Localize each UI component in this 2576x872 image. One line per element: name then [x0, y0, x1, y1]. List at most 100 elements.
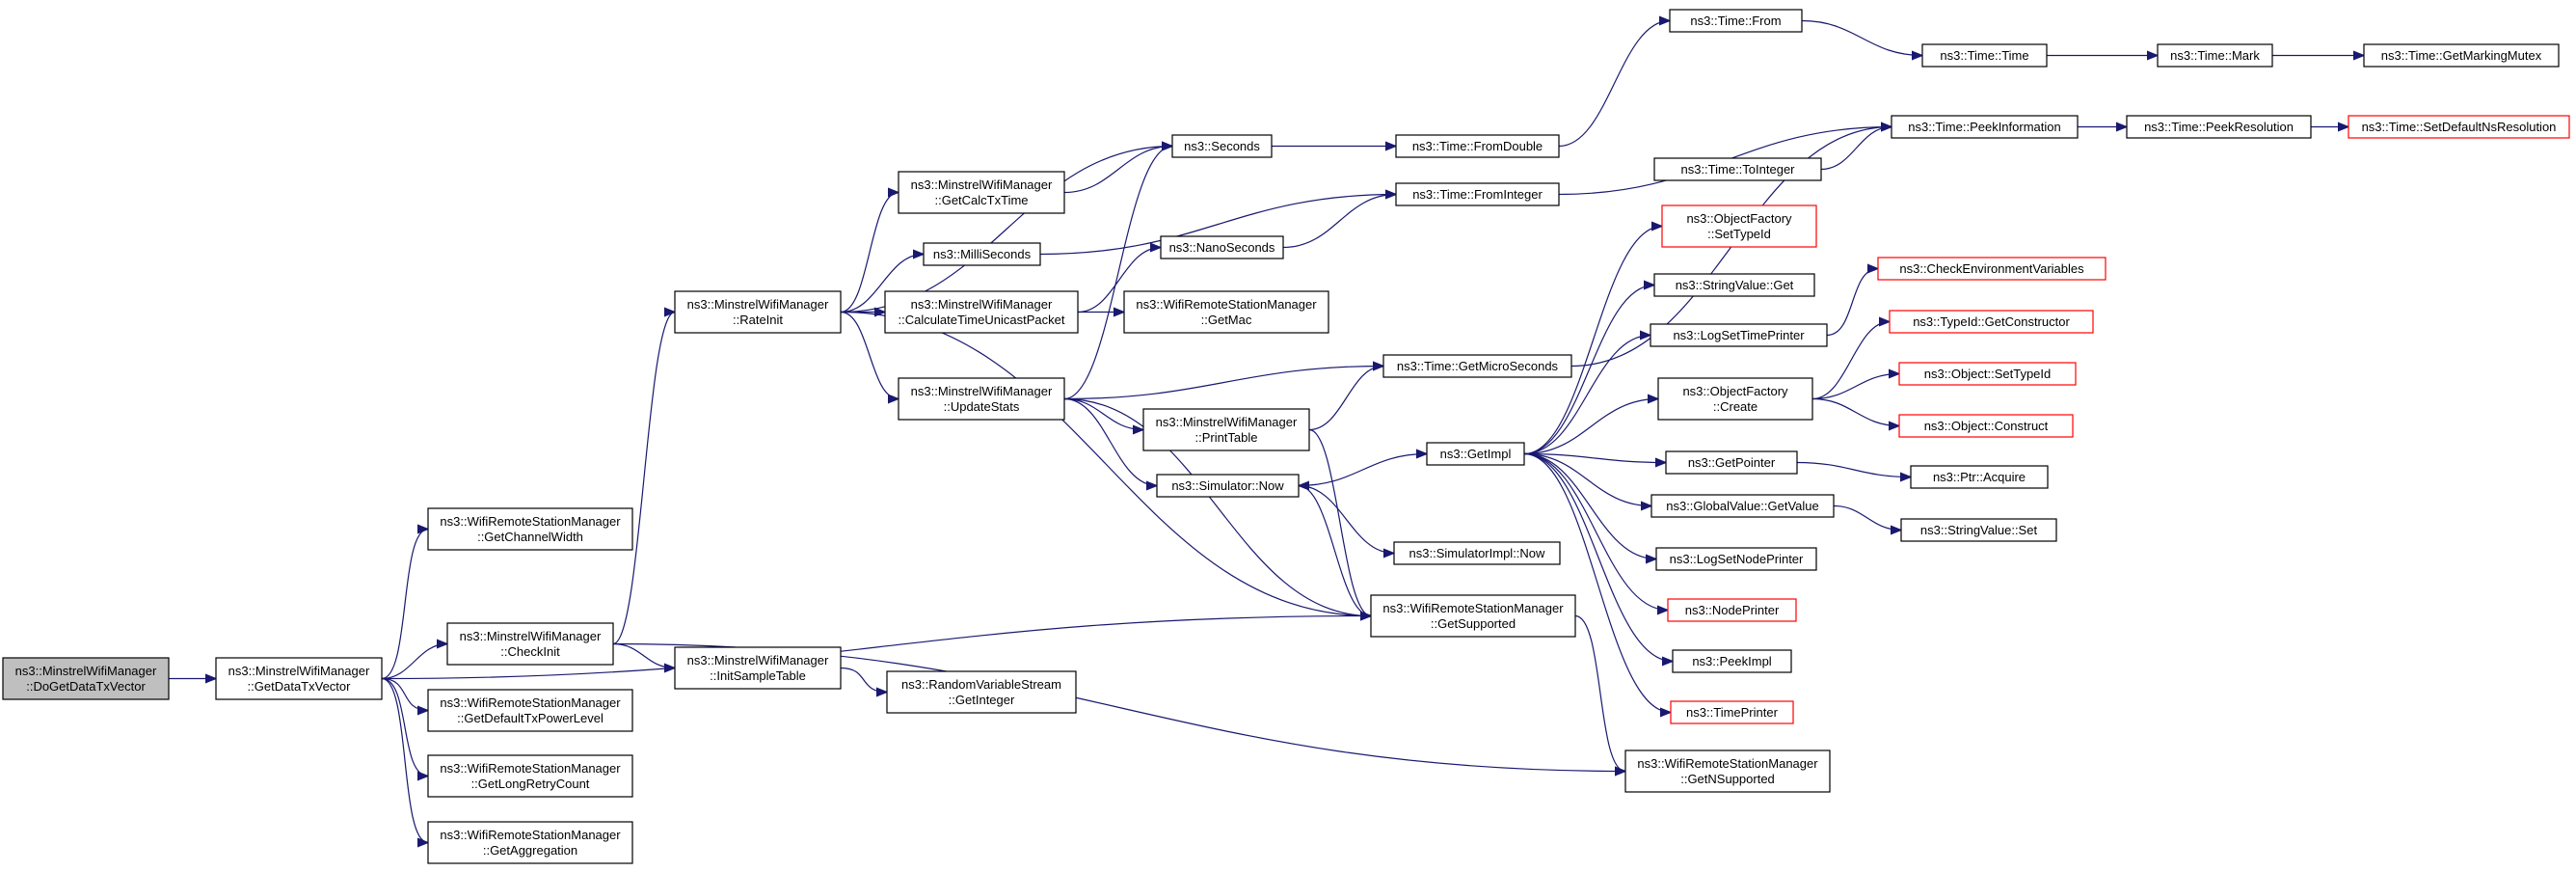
node-printtable[interactable]: ns3::MinstrelWifiManager::PrintTable [1142, 408, 1310, 451]
node-objfactsettype[interactable]: ns3::ObjectFactory::SetTypeId [1661, 204, 1817, 248]
node-box [1657, 377, 1813, 421]
edge-updatestats-to-getmicro [1063, 367, 1383, 400]
node-label: ns3::Time::From [1690, 14, 1781, 28]
node-label: ::GetSupported [1431, 616, 1516, 631]
node-getcalctx[interactable]: ns3::MinstrelWifiManager::GetCalcTxTime [898, 171, 1065, 214]
node-getpointer[interactable]: ns3::GetPointer [1665, 450, 1798, 475]
node-box [427, 689, 633, 732]
node-label: ns3::CheckEnvironmentVariables [1899, 261, 2084, 276]
node-typeidgetctor[interactable]: ns3::TypeId::GetConstructor [1889, 310, 2094, 334]
edge-getdatatx-to-getaggregation [381, 677, 429, 843]
node-box [215, 657, 383, 700]
node-updatestats[interactable]: ns3::MinstrelWifiManager::UpdateStats [898, 377, 1065, 421]
node-box [1624, 749, 1831, 793]
node-label: ns3::Time::Time [1940, 48, 2028, 63]
node-nodeprinter[interactable]: ns3::NodePrinter [1667, 598, 1797, 622]
node-label: ns3::GetPointer [1688, 455, 1776, 470]
node-peekimpl[interactable]: ns3::PeekImpl [1672, 649, 1792, 673]
node-label: ns3::Time::PeekInformation [1908, 120, 2060, 134]
node-logsettime[interactable]: ns3::LogSetTimePrinter [1650, 323, 1828, 347]
node-fromdouble[interactable]: ns3::Time::FromDouble [1395, 134, 1560, 158]
node-label: ns3::Ptr::Acquire [1933, 470, 2026, 484]
node-getmarkingmutex[interactable]: ns3::Time::GetMarkingMutex [2363, 43, 2560, 68]
node-seconds[interactable]: ns3::Seconds [1171, 134, 1273, 158]
node-box [1900, 518, 2057, 542]
node-box [1650, 494, 1835, 518]
node-frominteger[interactable]: ns3::Time::FromInteger [1395, 182, 1560, 206]
node-getdefaulttx[interactable]: ns3::WifiRemoteStationManager::GetDefaul… [427, 689, 633, 732]
node-objfactcreate[interactable]: ns3::ObjectFactory::Create [1657, 377, 1813, 421]
node-box [1665, 450, 1798, 475]
node-getchannelwidth[interactable]: ns3::WifiRemoteStationManager::GetChanne… [427, 507, 633, 551]
node-label: ns3::MinstrelWifiManager [1156, 415, 1298, 429]
edge-rateinit-to-getcalctx [840, 193, 899, 313]
node-objconstruct[interactable]: ns3::Object::Construct [1898, 414, 2074, 438]
node-tointeger[interactable]: ns3::Time::ToInteger [1653, 157, 1822, 181]
node-simimplnow[interactable]: ns3::SimulatorImpl::Now [1393, 541, 1561, 565]
node-box [1142, 408, 1310, 451]
node-randomvar[interactable]: ns3::RandomVariableStream::GetInteger [886, 670, 1077, 714]
edge-initsample-to-randomvar [840, 667, 887, 693]
node-label: ns3::MinstrelWifiManager [687, 653, 829, 668]
node-getaggregation[interactable]: ns3::WifiRemoteStationManager::GetAggreg… [427, 821, 633, 864]
edge-simnow-to-simimplnow [1298, 484, 1394, 554]
node-setdefaultns[interactable]: ns3::Time::SetDefaultNsResolution [2348, 115, 2570, 139]
node-simnow[interactable]: ns3::Simulator::Now [1156, 474, 1300, 498]
node-getnsupported[interactable]: ns3::WifiRemoteStationManager::GetNSuppo… [1624, 749, 1831, 793]
node-globalvalue[interactable]: ns3::GlobalValue::GetValue [1650, 494, 1835, 518]
node-stringvalueset[interactable]: ns3::StringValue::Set [1900, 518, 2057, 542]
edge-updatestats-to-seconds [1063, 147, 1172, 400]
node-label: ns3::MinstrelWifiManager [15, 664, 157, 678]
node-timetime[interactable]: ns3::Time::Time [1921, 43, 2048, 68]
node-box [923, 242, 1041, 266]
node-box [1395, 134, 1560, 158]
node-box [1669, 9, 1803, 33]
node-label: ns3::PeekImpl [1692, 654, 1771, 668]
node-label: ns3::MilliSeconds [933, 247, 1032, 261]
node-label: ns3::Time::Mark [2170, 48, 2260, 63]
node-label: ::UpdateStats [944, 399, 1020, 414]
node-getimpl[interactable]: ns3::GetImpl [1426, 442, 1525, 466]
node-timeprinter[interactable]: ns3::TimePrinter [1670, 700, 1794, 724]
node-checkinit[interactable]: ns3::MinstrelWifiManager::CheckInit [446, 622, 614, 666]
node-box [1667, 598, 1797, 622]
node-peekres[interactable]: ns3::Time::PeekResolution [2126, 115, 2312, 139]
node-getsupported[interactable]: ns3::WifiRemoteStationManager::GetSuppor… [1370, 594, 1576, 638]
node-objsettype[interactable]: ns3::Object::SetTypeId [1898, 362, 2077, 386]
node-getdatatx[interactable]: ns3::MinstrelWifiManager::GetDataTxVecto… [215, 657, 383, 700]
node-label: ns3::LogSetNodePrinter [1670, 552, 1804, 566]
node-root[interactable]: ns3::MinstrelWifiManager::DoGetDataTxVec… [2, 657, 170, 700]
node-label: ::GetCalcTxTime [934, 193, 1028, 207]
node-timefrom[interactable]: ns3::Time::From [1669, 9, 1803, 33]
node-calctime[interactable]: ns3::MinstrelWifiManager::CalculateTimeU… [884, 290, 1079, 334]
edge-getimpl-to-stringvalueget [1523, 286, 1654, 455]
node-box [427, 754, 633, 798]
node-label: ns3::Time::FromDouble [1412, 139, 1543, 153]
node-ptracquire[interactable]: ns3::Ptr::Acquire [1910, 465, 2049, 489]
node-peekinfo[interactable]: ns3::Time::PeekInformation [1891, 115, 2079, 139]
node-label: ns3::StringValue::Get [1676, 278, 1794, 292]
node-box [1426, 442, 1525, 466]
node-getmicro[interactable]: ns3::Time::GetMicroSeconds [1382, 354, 1572, 378]
node-label: ns3::SimulatorImpl::Now [1409, 546, 1545, 560]
node-box [2348, 115, 2570, 139]
edge-getimpl-to-getpointer [1523, 452, 1666, 463]
node-milliseconds[interactable]: ns3::MilliSeconds [923, 242, 1041, 266]
node-getmac[interactable]: ns3::WifiRemoteStationManager::GetMac [1123, 290, 1329, 334]
edge-getimpl-to-logsetnode [1523, 452, 1656, 559]
edge-objfactcreate-to-objsettype [1811, 374, 1899, 400]
node-label: ::GetMac [1201, 313, 1252, 327]
node-logsetnode[interactable]: ns3::LogSetNodePrinter [1655, 547, 1817, 571]
node-nanoseconds[interactable]: ns3::NanoSeconds [1160, 235, 1284, 259]
node-getlongretry[interactable]: ns3::WifiRemoteStationManager::GetLongRe… [427, 754, 633, 798]
edge-rateinit-to-updatestats [840, 311, 899, 399]
node-timemark[interactable]: ns3::Time::Mark [2157, 43, 2273, 68]
node-initsample[interactable]: ns3::MinstrelWifiManager::InitSampleTabl… [674, 646, 842, 690]
node-stringvalueget[interactable]: ns3::StringValue::Get [1653, 273, 1815, 297]
node-label: ns3::WifiRemoteStationManager [440, 761, 621, 776]
node-rateinit[interactable]: ns3::MinstrelWifiManager::RateInit [674, 290, 842, 334]
node-checkenv[interactable]: ns3::CheckEnvironmentVariables [1877, 257, 2106, 281]
node-box [898, 377, 1065, 421]
edge-getimpl-to-timeprinter [1523, 452, 1671, 713]
